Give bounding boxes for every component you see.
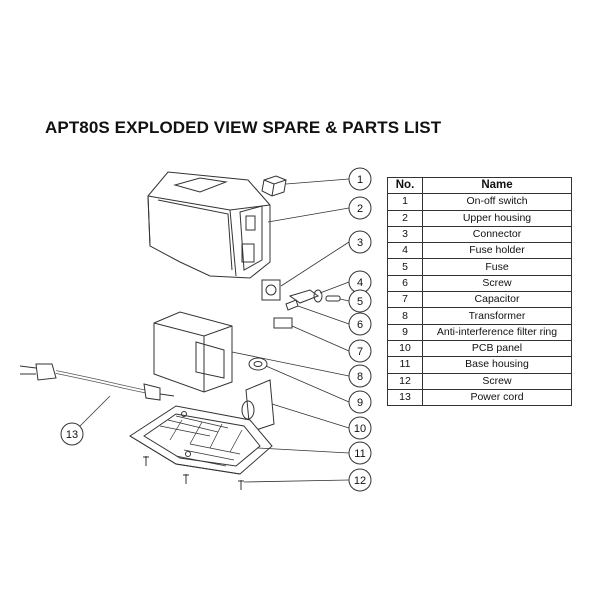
callout-number-8: 8 <box>357 371 363 383</box>
screws-drawing <box>143 456 244 490</box>
leader-lines <box>79 178 350 483</box>
screw-drawing <box>285 299 299 311</box>
transformer-drawing <box>153 311 233 393</box>
callout-circle-10 <box>348 416 372 440</box>
callout-number-2: 2 <box>357 203 363 215</box>
callout-circle-6 <box>348 312 372 336</box>
part-number: 11 <box>387 356 423 374</box>
callout-circles <box>60 167 372 492</box>
part-number: 4 <box>387 242 423 260</box>
on-off-switch-drawing <box>261 175 287 197</box>
part-name: Connector <box>422 225 572 244</box>
callout-circle-2 <box>348 196 372 220</box>
part-name: On-off switch <box>422 193 572 211</box>
part-name: Transformer <box>422 307 572 325</box>
power-cord-drawing <box>19 363 175 401</box>
part-name: Fuse <box>422 258 572 276</box>
part-name: Capacitor <box>422 291 572 309</box>
callout-number-13: 13 <box>66 429 78 441</box>
part-name: PCB panel <box>422 339 572 358</box>
part-number: 7 <box>387 291 423 309</box>
callout-circle-9 <box>348 390 372 414</box>
column-header-name: Name <box>422 176 572 195</box>
callout-number-1: 1 <box>357 174 363 186</box>
callout-circle-12 <box>348 468 372 492</box>
pcb-panel-drawing <box>241 379 275 433</box>
callout-circle-7 <box>348 339 372 363</box>
part-name: Base housing <box>422 356 572 374</box>
part-name: Upper housing <box>422 209 572 227</box>
callout-number-4: 4 <box>357 277 363 289</box>
connector-drawing <box>261 279 281 301</box>
part-number: 2 <box>387 209 423 227</box>
callout-circle-11 <box>348 441 372 465</box>
callout-number-3: 3 <box>357 237 363 249</box>
part-number: 5 <box>387 258 423 276</box>
callout-number-5: 5 <box>357 296 363 308</box>
part-number: 1 <box>387 193 423 211</box>
table-header-row: No. Name <box>387 176 572 195</box>
callout-circle-8 <box>348 364 372 388</box>
callout-circle-13 <box>60 422 84 446</box>
base-housing-drawing <box>129 405 273 475</box>
capacitor-drawing <box>273 317 293 329</box>
part-number: 6 <box>387 274 423 293</box>
callout-number-10: 10 <box>354 423 366 435</box>
part-name: Screw <box>422 372 572 390</box>
callout-number-9: 9 <box>357 397 363 409</box>
page-title: APT80S EXPLODED VIEW SPARE & PARTS LIST <box>45 118 442 137</box>
callout-number-12: 12 <box>354 475 366 487</box>
fuse-drawing <box>325 295 341 302</box>
callout-number-6: 6 <box>357 319 363 331</box>
callout-circle-3 <box>348 230 372 254</box>
filter-ring-drawing <box>248 357 268 371</box>
part-number: 12 <box>387 372 423 390</box>
part-number: 9 <box>387 323 423 341</box>
part-name: Power cord <box>422 388 572 407</box>
upper-housing-drawing <box>147 171 271 279</box>
callout-number-7: 7 <box>357 346 363 358</box>
part-name: Fuse holder <box>422 242 572 260</box>
column-header-no: No. <box>387 176 423 195</box>
part-name: Screw <box>422 274 572 293</box>
callout-circle-1 <box>348 167 372 191</box>
part-number: 10 <box>387 339 423 358</box>
callout-number-11: 11 <box>354 448 365 460</box>
callout-circle-5 <box>348 289 372 313</box>
part-number: 13 <box>387 388 423 407</box>
part-number: 3 <box>387 225 423 244</box>
part-name: Anti-interference filter ring <box>422 323 572 341</box>
part-number: 8 <box>387 307 423 325</box>
